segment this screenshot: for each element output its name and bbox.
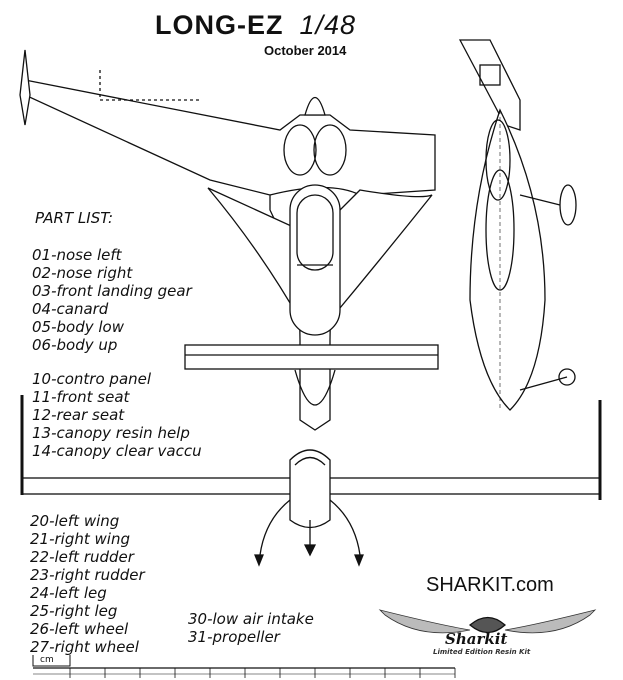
logo-wordmark: Sharkit [445, 630, 507, 648]
part-item: 13-canopy resin help [32, 424, 190, 442]
logo-tagline: Limited Edition Resin Kit [433, 648, 531, 656]
model-name: LONG-EZ [155, 10, 284, 40]
part-item: 04-canard [32, 300, 109, 318]
part-item: 11-front seat [32, 388, 130, 406]
part-item: 01-nose left [32, 246, 122, 264]
part-item: 31-propeller [188, 628, 280, 646]
part-list-group-3: 20-left wing 21-right wing 22-left rudde… [30, 512, 145, 656]
part-item: 25-right leg [30, 602, 118, 620]
page-title: LONG-EZ 1/48 [155, 10, 356, 41]
ruler-unit-label: cm [40, 655, 54, 665]
model-scale: 1/48 [299, 10, 357, 40]
part-list-group-1: 01-nose left 02-nose right 03-front land… [32, 246, 192, 354]
part-item: 10-contro panel [32, 370, 152, 388]
date-label: October 2014 [264, 43, 347, 58]
part-list-group-4: 30-low air intake 31-propeller [188, 610, 314, 646]
side-view [458, 39, 577, 411]
part-list-group-2: 10-contro panel 11-front seat 12-rear se… [32, 370, 202, 460]
part-item: 02-nose right [32, 264, 133, 282]
brand-website: SHARKIT.com [426, 574, 554, 596]
part-item: 24-left leg [30, 584, 107, 602]
part-item: 26-left wheel [30, 620, 129, 638]
part-item: 27-right wheel [30, 638, 139, 656]
part-item: 06-body up [32, 336, 118, 354]
part-item: 23-right rudder [30, 566, 145, 584]
part-item: 30-low air intake [188, 610, 314, 628]
scale-ruler [32, 655, 456, 678]
part-item: 14-canopy clear vaccu [32, 442, 202, 460]
front-view [20, 395, 602, 567]
part-list-heading: PART LIST: [35, 209, 114, 227]
sharkit-logo: Sharkit [378, 609, 597, 648]
part-item: 03-front landing gear [32, 282, 192, 300]
part-item: 22-left rudder [30, 548, 134, 566]
part-item: 21-right wing [30, 530, 130, 548]
top-view [19, 49, 439, 431]
part-item: 12-rear seat [32, 406, 125, 424]
part-item: 05-body low [32, 318, 124, 336]
part-item: 20-left wing [30, 512, 120, 530]
